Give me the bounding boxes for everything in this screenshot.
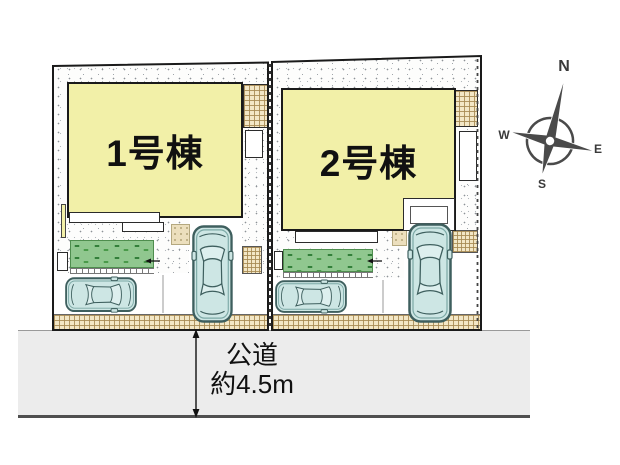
entrance-porch-1 — [171, 224, 190, 245]
road-width-note: 約4.5m — [210, 369, 294, 400]
building-1-porch-step-b — [122, 222, 164, 232]
entrance-steps-2 — [452, 230, 478, 253]
balcony-2-lower-room — [459, 131, 477, 181]
road-area — [18, 330, 530, 418]
building-1-label: 1号棟 — [106, 133, 204, 174]
sidewalk-1 — [54, 314, 267, 330]
building-1: 1号棟 — [67, 82, 243, 218]
compass-label-e: E — [593, 142, 602, 156]
compass-label-w: W — [498, 128, 510, 142]
lot-1-driveway — [55, 273, 267, 314]
balcony-1-lower-room — [245, 130, 263, 158]
sidewalk-2 — [273, 314, 480, 330]
garden-2-edge-paving — [283, 272, 373, 278]
road-label: 公道 約4.5m — [196, 340, 308, 400]
compass-label-n: N — [558, 58, 570, 75]
entrance-steps-1 — [242, 246, 262, 274]
garden-2 — [283, 249, 373, 272]
garden-1 — [70, 240, 154, 268]
lot-1-parking-column — [189, 216, 242, 276]
building-1-side-wall — [61, 204, 66, 238]
compass-rose — [508, 78, 596, 177]
compass-label-s: S — [537, 177, 546, 191]
balcony-1 — [243, 84, 268, 128]
entrance-porch-2 — [392, 230, 407, 246]
garden-1-edge-paving — [70, 268, 154, 274]
lot-2-driveway — [274, 278, 479, 314]
road-name: 公道 — [225, 340, 278, 370]
utility-box-1 — [57, 252, 68, 271]
building-2-entry-notch — [403, 198, 455, 231]
utility-box-2 — [274, 251, 283, 270]
building-2-label: 2号棟 — [319, 142, 418, 184]
building-2-porch-walk — [295, 231, 378, 243]
building-2-entry-step — [410, 206, 448, 224]
lot-2-side-walkway — [452, 253, 479, 314]
